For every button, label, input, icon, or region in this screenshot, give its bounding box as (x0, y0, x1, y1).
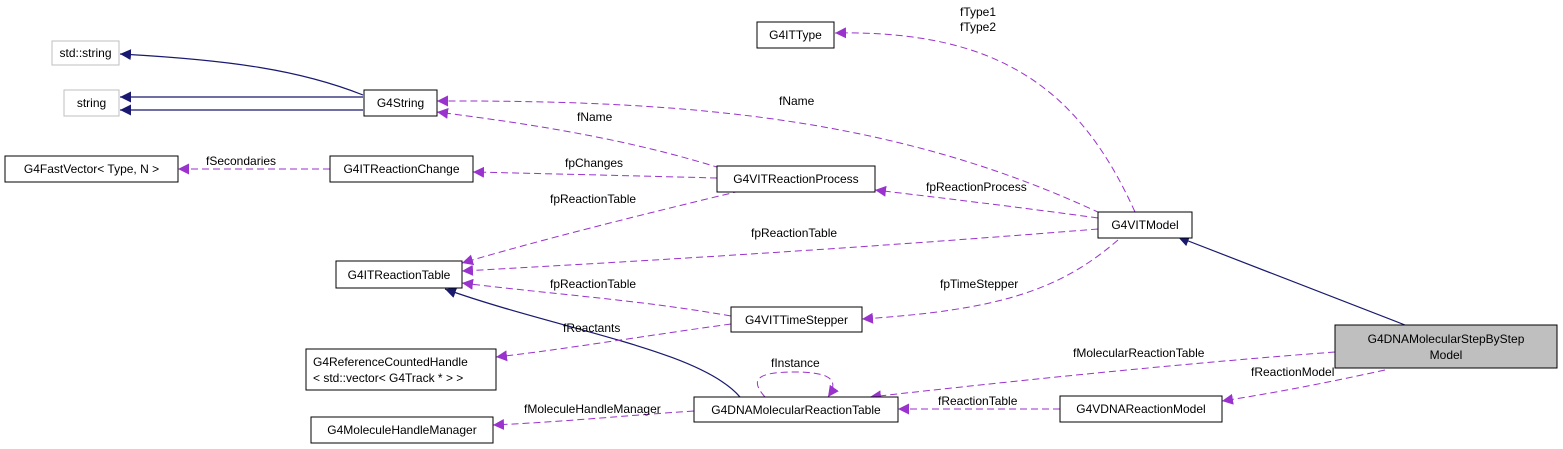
node-g4vitmodel-label: G4VITModel (1111, 218, 1178, 232)
edge-freactionmodel (1221, 369, 1386, 405)
node-g4fastvector-label: G4FastVector< Type, N > (24, 162, 159, 176)
label-fpreactiontable-process: fpReactionTable (550, 192, 636, 206)
node-g4vdnareactionmodel[interactable]: G4VDNAReactionModel (1059, 395, 1223, 423)
node-g4string[interactable]: G4String (363, 89, 438, 117)
edge-fptimestepper (861, 239, 1119, 324)
node-g4referencecountedhandle[interactable]: G4ReferenceCountedHandle < std::vector< … (305, 348, 497, 391)
node-g4itreactionchange[interactable]: G4ITReactionChange (329, 155, 474, 183)
node-std-string[interactable]: std::string (51, 40, 120, 66)
label-fpreactiontable-stepper: fpReactionTable (550, 277, 636, 291)
edge-freactants (495, 323, 732, 362)
label-fpreactiontable-model: fpReactionTable (751, 226, 837, 240)
edge-g4string-inherits-std-string (119, 49, 364, 96)
node-g4fastvector[interactable]: G4FastVector< Type, N > (4, 155, 179, 183)
label-fptimestepper: fpTimeStepper (940, 277, 1018, 291)
edge-finstance (756, 371, 839, 398)
node-std-string-label: std::string (59, 46, 111, 60)
edge-fpreactiontable-process (461, 190, 741, 266)
edge-fpreactiontable-stepper (461, 278, 732, 317)
node-string[interactable]: string (63, 89, 120, 117)
label-fsecondaries: fSecondaries (206, 154, 276, 168)
node-g4moleculehandlemanager[interactable]: G4MoleculeHandleManager (310, 416, 494, 444)
edge-labels: fType1 fType2 fName fName fSecondaries f… (206, 5, 1334, 416)
edge-molreactiontable-inherits-itreactiontable (444, 287, 741, 398)
edge-fmoleculehandlemanager (492, 410, 695, 431)
node-g4moleculehandlemanager-label: G4MoleculeHandleManager (327, 423, 476, 437)
label-ftype-2: fType2 (960, 20, 996, 34)
node-g4ittype[interactable]: G4ITType (756, 21, 835, 49)
edges (119, 27, 1406, 431)
edge-stepbystep-inherits-vitmodel (1177, 235, 1406, 326)
label-fmoleculehandlemanager: fMoleculeHandleManager (524, 402, 661, 416)
node-g4itreactionchange-label: G4ITReactionChange (343, 162, 459, 176)
label-finstance: fInstance (771, 356, 820, 370)
label-fpreactionprocess: fpReactionProcess (926, 180, 1027, 194)
edge-fpchanges (472, 166, 718, 179)
node-g4referencecountedhandle-label-1: G4ReferenceCountedHandle (313, 355, 468, 369)
edge-fname-model (436, 95, 1101, 214)
label-ftype-1: fType1 (960, 5, 996, 19)
node-g4vittimestepper[interactable]: G4VITTimeStepper (730, 306, 863, 333)
node-g4ittype-label: G4ITType (769, 28, 822, 42)
node-g4referencecountedhandle-label-2: < std::vector< G4Track * > > (313, 371, 463, 385)
node-g4vdnareactionmodel-label: G4VDNAReactionModel (1076, 402, 1205, 416)
node-g4vittimestepper-label: G4VITTimeStepper (745, 313, 848, 327)
edge-ftype (834, 27, 1136, 213)
label-fpchanges: fpChanges (565, 156, 623, 170)
node-g4dnamolecularstepbystepmodel[interactable]: G4DNAMolecularStepByStep Model (1334, 324, 1558, 369)
node-g4dnamolecularstepbystepmodel-label-1: G4DNAMolecularStepByStep (1368, 332, 1525, 346)
node-g4dnamolecularstepbystepmodel-label-2: Model (1430, 348, 1463, 362)
node-string-label: string (77, 96, 106, 110)
label-fname-model: fName (779, 94, 815, 108)
node-g4dnamolecularreactiontable-label: G4DNAMolecularReactionTable (711, 403, 881, 417)
edge-fname-process (436, 107, 721, 169)
node-g4itreactiontable-label: G4ITReactionTable (348, 268, 451, 282)
node-g4string-label: G4String (377, 96, 424, 110)
node-g4vitreactionprocess[interactable]: G4VITReactionProcess (716, 165, 876, 193)
edge-fmolecularreactiontable (869, 351, 1336, 402)
label-fname-process: fName (577, 110, 613, 124)
node-g4itreactiontable[interactable]: G4ITReactionTable (335, 260, 463, 289)
node-g4vitmodel[interactable]: G4VITModel (1097, 211, 1193, 239)
label-fmolecularreactiontable: fMolecularReactionTable (1073, 346, 1205, 360)
label-freactionmodel: fReactionModel (1251, 365, 1334, 379)
label-freactiontable: fReactionTable (938, 394, 1018, 408)
label-freactants: fReactants (563, 321, 620, 335)
node-g4vitreactionprocess-label: G4VITReactionProcess (733, 172, 858, 186)
node-g4dnamolecularreactiontable[interactable]: G4DNAMolecularReactionTable (693, 396, 899, 423)
edge-fpreactiontable-model (461, 228, 1099, 276)
edge-fpreactionprocess (874, 185, 1099, 219)
